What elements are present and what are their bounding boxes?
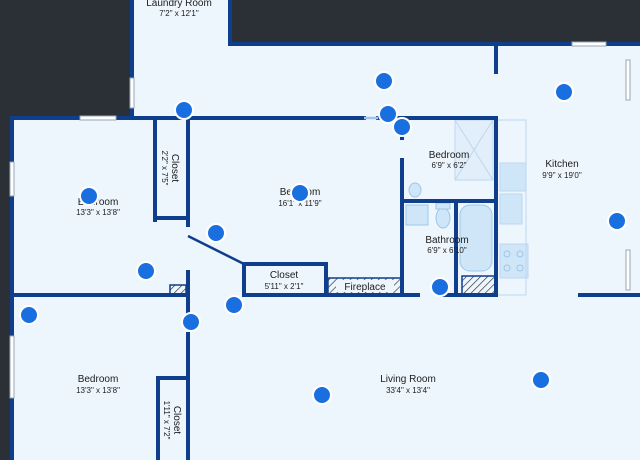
kitchen-fixtures xyxy=(454,119,529,296)
view-hotspot-icon[interactable] xyxy=(607,211,627,231)
view-hotspot-icon[interactable] xyxy=(224,295,244,315)
room-name: Bedroom xyxy=(78,374,119,385)
room-name: Bathroom xyxy=(425,235,468,246)
room-name: Laundry Room xyxy=(146,0,212,9)
room-fireplace: Fireplace xyxy=(336,280,394,293)
room-name: Kitchen xyxy=(545,159,578,170)
bathroom-fixtures xyxy=(405,182,493,272)
room-bedroom-4: Bedroom 13'3" x 13'8" xyxy=(76,374,120,395)
view-hotspot-icon[interactable] xyxy=(174,100,194,120)
view-hotspot-icon[interactable] xyxy=(430,277,450,297)
view-hotspot-icon[interactable] xyxy=(374,71,394,91)
room-closet-b: Closet 5'11" x 2'1" xyxy=(265,270,304,291)
view-hotspot-icon[interactable] xyxy=(79,186,99,206)
room-name: Living Room xyxy=(380,374,436,385)
hotspots xyxy=(19,71,627,405)
room-name: Closet xyxy=(169,154,180,183)
room-dims: 33'4" x 13'4" xyxy=(386,386,430,395)
room-closet-a: Closet 2'2" x 7'5" xyxy=(160,151,180,186)
chimney-hatch xyxy=(461,275,497,295)
room-dims: 7'2" x 12'1" xyxy=(159,9,199,18)
windows xyxy=(9,41,631,399)
room-name: Closet xyxy=(270,270,299,281)
room-dims: 6'9" x 6'10" xyxy=(427,246,467,255)
view-hotspot-icon[interactable] xyxy=(206,223,226,243)
room-bathroom: Bathroom 6'9" x 6'10" xyxy=(425,235,468,255)
room-name: Bedroom xyxy=(78,197,119,208)
room-dims: 2'2" x 7'5" xyxy=(160,151,169,186)
room-living: Living Room 33'4" x 13'4" xyxy=(380,374,436,395)
room-bedroom-3: Bedroom 6'9" x 6'2" xyxy=(429,150,470,170)
view-hotspot-icon[interactable] xyxy=(531,370,551,390)
view-hotspot-icon[interactable] xyxy=(136,261,156,281)
view-hotspot-icon[interactable] xyxy=(290,183,310,203)
room-dims: 1'11" x 7'2" xyxy=(162,401,171,440)
room-kitchen: Kitchen 9'9" x 19'0" xyxy=(542,159,582,180)
walls xyxy=(10,0,640,460)
view-hotspot-icon[interactable] xyxy=(392,117,412,137)
room-laundry: Laundry Room 7'2" x 12'1" xyxy=(146,0,212,18)
room-name: Closet xyxy=(171,406,182,435)
room-dims: 13'3" x 13'8" xyxy=(76,208,120,217)
doors xyxy=(187,116,378,266)
room-dims: 5'11" x 2'1" xyxy=(265,282,304,291)
room-name: Bedroom xyxy=(429,150,470,161)
view-hotspot-icon[interactable] xyxy=(378,104,398,124)
room-dims: 9'9" x 19'0" xyxy=(542,171,582,180)
room-dims: 16'1" x 11'9" xyxy=(278,199,321,208)
room-bedroom-1: Bedroom 13'3" x 13'8" xyxy=(76,197,120,217)
room-closet-c: Closet 1'11" x 7'2" xyxy=(162,401,182,440)
room-name: Fireplace xyxy=(344,282,386,293)
view-hotspot-icon[interactable] xyxy=(554,82,574,102)
room-dims: 13'3" x 13'8" xyxy=(76,386,120,395)
view-hotspot-icon[interactable] xyxy=(19,305,39,325)
view-hotspot-icon[interactable] xyxy=(181,312,201,332)
stove-icon xyxy=(503,250,524,272)
view-hotspot-icon[interactable] xyxy=(312,385,332,405)
room-dims: 6'9" x 6'2" xyxy=(432,161,467,170)
